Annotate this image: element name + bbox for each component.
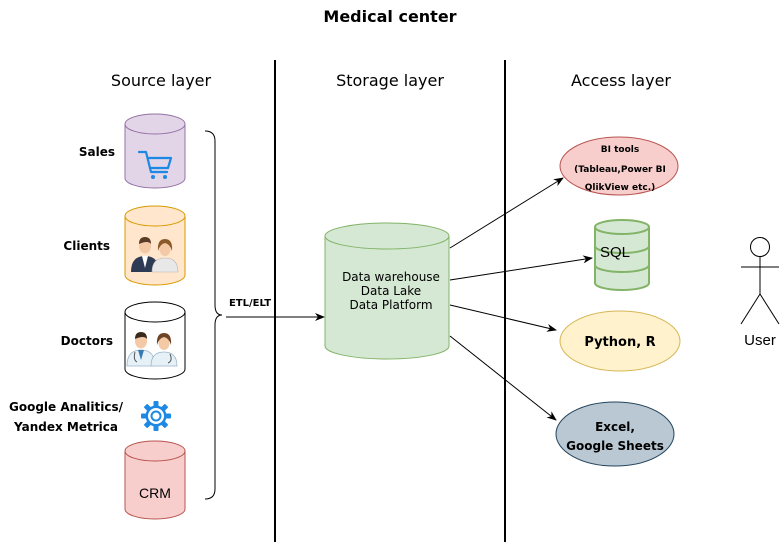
sql-database — [594, 219, 650, 291]
analytics-label-line1: Google Analitics/ — [9, 400, 124, 414]
doctors-label: Doctors — [61, 334, 113, 348]
storage-database — [324, 222, 450, 360]
crm-database — [124, 440, 186, 520]
bi-tools-label-line2: (Tableau,Power BI — [574, 165, 666, 175]
arrow-to-sql — [449, 255, 593, 281]
clients-label: Clients — [63, 239, 110, 253]
bi-tools-node — [559, 136, 679, 196]
excel-label-line1: Excel, — [595, 420, 635, 434]
sales-label: Sales — [79, 145, 115, 159]
storage-label-line1: Data warehouse — [342, 270, 440, 284]
excel-sheets-node — [555, 401, 675, 467]
etl-label: ETL/ELT — [229, 298, 271, 309]
storage-layer-heading: Storage layer — [336, 71, 444, 90]
arrow-to-python — [449, 304, 557, 332]
storage-label-line3: Data Platform — [349, 298, 432, 312]
gear-icon — [141, 401, 171, 431]
arrow-to-bi-tools — [449, 177, 564, 249]
shopping-cart-icon — [137, 150, 173, 179]
bi-tools-label-line3: QlikView etc.) — [585, 183, 656, 193]
diagram-title: Medical center — [323, 7, 456, 26]
bi-tools-label-line1: BI tools — [601, 145, 639, 155]
sources-curly-brace — [204, 130, 223, 500]
storage-label-line2: Data Lake — [361, 284, 421, 298]
python-r-label: Python, R — [584, 335, 655, 350]
doctors-database — [124, 301, 186, 380]
sales-database — [124, 113, 186, 189]
python-r-node — [559, 310, 681, 372]
source-layer-heading: Source layer — [111, 71, 212, 90]
access-layer-heading: Access layer — [571, 71, 671, 90]
doctors-icon — [126, 332, 178, 367]
arrow-to-excel — [449, 335, 557, 421]
actor-icon — [740, 237, 780, 325]
clients-database — [124, 205, 186, 286]
crm-label: CRM — [139, 485, 171, 501]
sql-label: SQL — [600, 244, 630, 261]
people-icon — [131, 237, 179, 273]
user-label: User — [744, 332, 776, 349]
excel-label-line2: Google Sheets — [566, 439, 664, 453]
analytics-label-line2: Yandex Metrica — [13, 420, 118, 434]
